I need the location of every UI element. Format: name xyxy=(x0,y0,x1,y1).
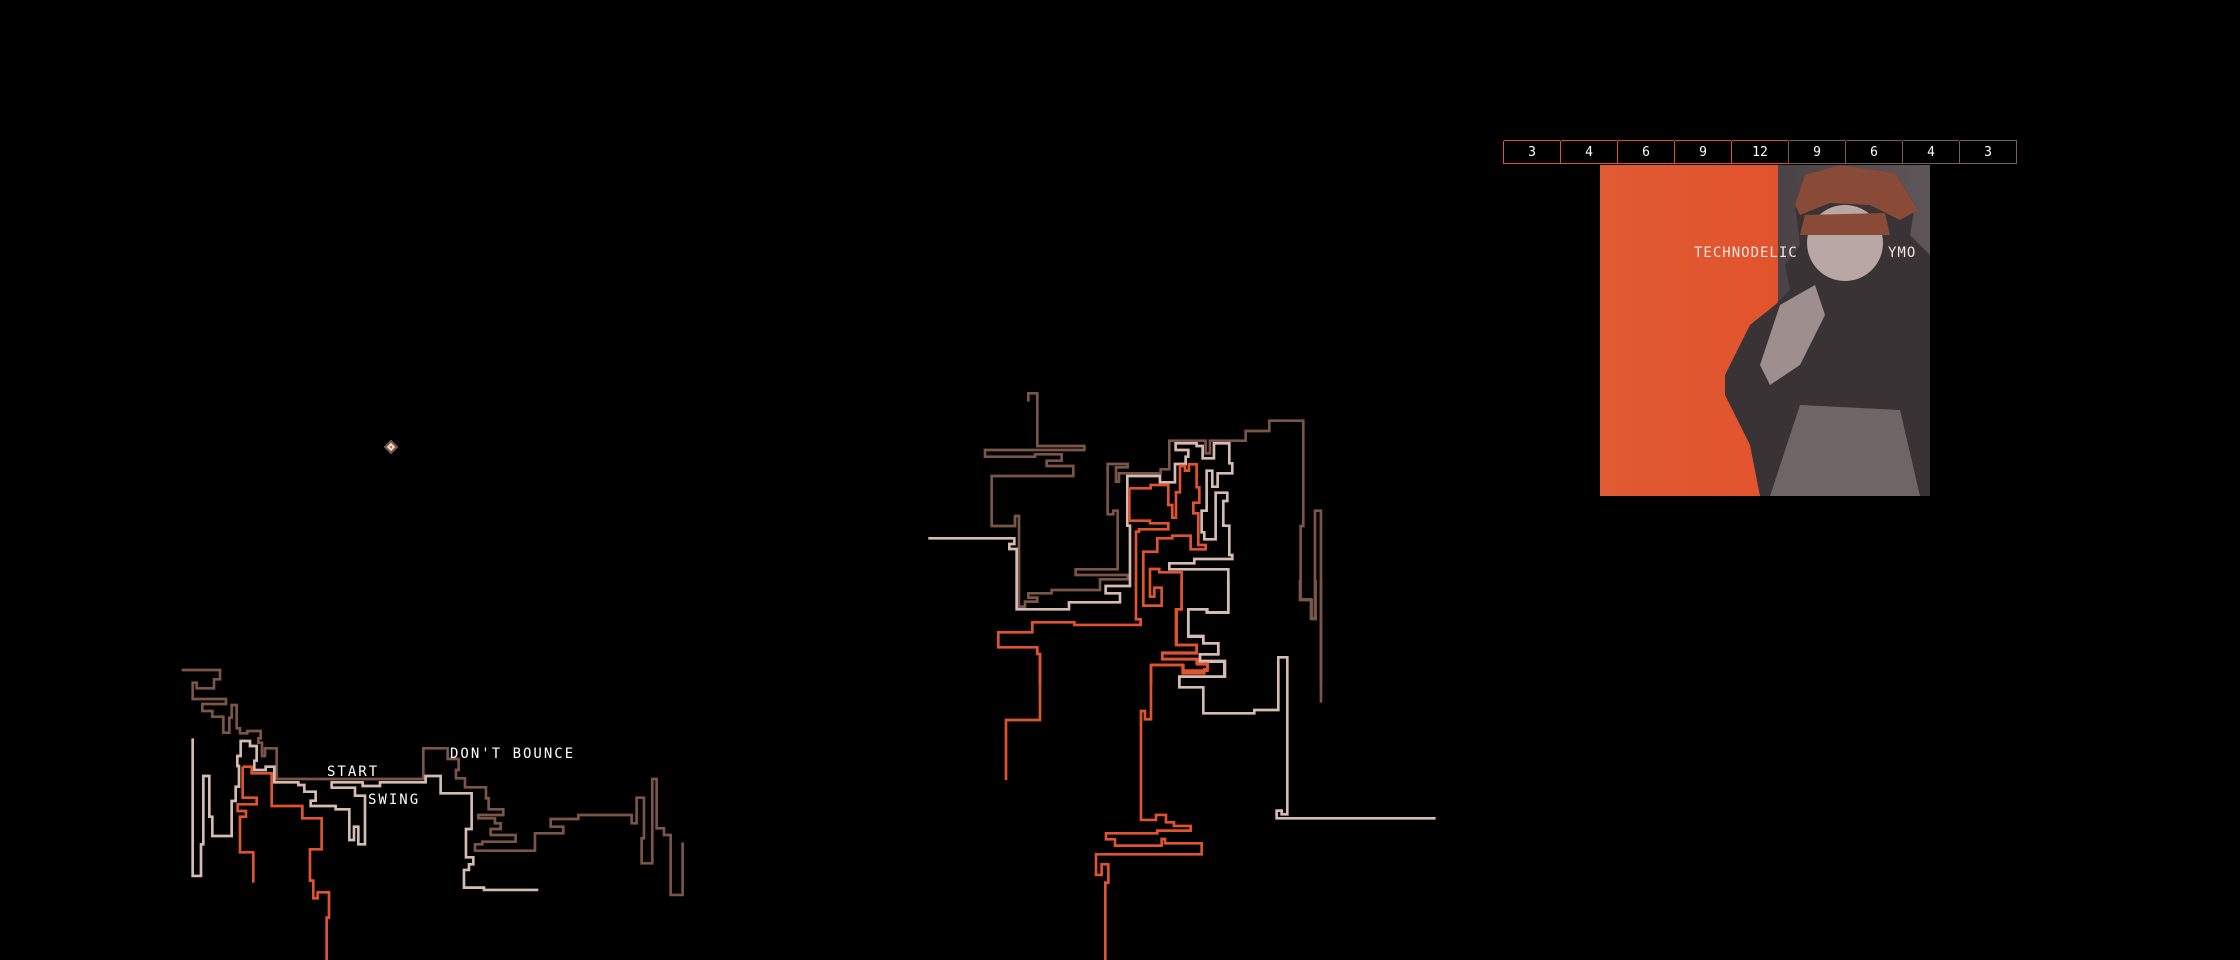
brown-track xyxy=(983,391,1323,685)
orange-track xyxy=(242,765,331,960)
orange-track xyxy=(1094,664,1203,960)
meter-cell[interactable]: 9 xyxy=(1674,136,1731,164)
meter-cell[interactable]: 9 xyxy=(1788,136,1845,164)
meter-cell[interactable]: 12 xyxy=(1731,136,1788,164)
cover-photo xyxy=(1725,165,1930,496)
meter-cell[interactable]: 6 xyxy=(1845,136,1902,164)
left-path-cluster xyxy=(181,668,684,960)
light-track xyxy=(928,441,1234,685)
meter-cell[interactable]: 3 xyxy=(1503,136,1560,164)
light-track xyxy=(1179,580,1230,678)
swing-label[interactable]: SWING xyxy=(368,792,421,808)
light-track xyxy=(191,738,539,892)
album-cover: TECHNODELIC YMO xyxy=(1600,165,1930,496)
meter-cell[interactable]: 4 xyxy=(1560,136,1617,164)
cover-artist: YMO xyxy=(1888,245,1917,261)
cover-title: TECHNODELIC xyxy=(1694,245,1798,261)
orange-track xyxy=(1004,653,1042,780)
middle-path-cluster xyxy=(928,391,1323,685)
orange-track xyxy=(236,766,258,883)
meter-cell[interactable]: 4 xyxy=(1902,136,1959,164)
beat-meter: 3 4 6 9 12 9 6 4 3 xyxy=(1503,136,2017,164)
orange-track xyxy=(1150,580,1209,675)
light-track xyxy=(1177,655,1436,820)
middle-path-cluster-lower xyxy=(1004,580,1436,960)
orange-track xyxy=(996,488,1170,685)
meter-cell[interactable]: 6 xyxy=(1617,136,1674,164)
meter-cell[interactable]: 3 xyxy=(1959,136,2017,164)
dont-bounce-label[interactable]: DON'T BOUNCE xyxy=(450,746,576,762)
brown-track xyxy=(1298,580,1317,621)
brown-track xyxy=(181,668,684,897)
start-label[interactable]: START xyxy=(327,764,380,780)
